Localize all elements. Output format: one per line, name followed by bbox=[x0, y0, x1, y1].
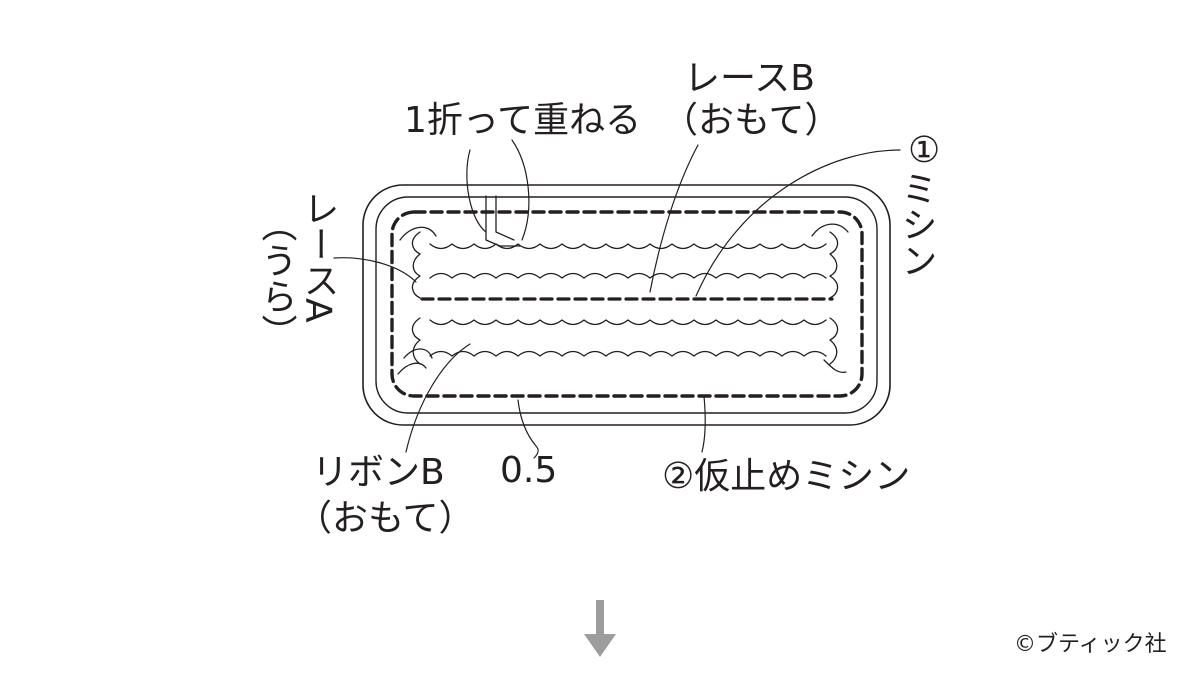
lace-b-upper-scallop bbox=[429, 272, 827, 279]
ribbon-outer-edge bbox=[362, 184, 891, 426]
fold-tab bbox=[485, 195, 521, 247]
label-lace-b-name: レースB bbox=[684, 58, 815, 99]
basting-stitch-dashed bbox=[390, 210, 864, 398]
label-step1-text: ミシン bbox=[896, 170, 937, 278]
lace-scallop-rows bbox=[429, 243, 827, 357]
copyright-text: ©ブティック社 bbox=[1014, 632, 1167, 657]
label-lace-a-name: レースA bbox=[298, 190, 339, 323]
label-step1-number: ① bbox=[908, 130, 940, 171]
lace-ends bbox=[397, 223, 849, 375]
label-lace-b-side: （おもて） bbox=[662, 100, 841, 141]
label-step2-basting: ②仮止めミシン bbox=[662, 456, 910, 497]
label-ribbon-b-name: リボンB bbox=[312, 452, 445, 493]
label-lace-a-side: （うら） bbox=[256, 206, 298, 350]
lace-b-top-scallop bbox=[429, 243, 827, 250]
label-ribbon-b-side: （おもて） bbox=[296, 498, 475, 539]
lace-a-bottom-scallop bbox=[429, 350, 827, 357]
label-margin-value: 0.5 bbox=[500, 450, 557, 491]
ribbon-inner-edge bbox=[375, 196, 878, 414]
leader-lines bbox=[333, 139, 901, 459]
label-fold-overlap: 1折って重ねる bbox=[404, 100, 641, 141]
lace-a-lower-scallop bbox=[429, 319, 827, 326]
arrow-down-icon bbox=[584, 600, 616, 657]
